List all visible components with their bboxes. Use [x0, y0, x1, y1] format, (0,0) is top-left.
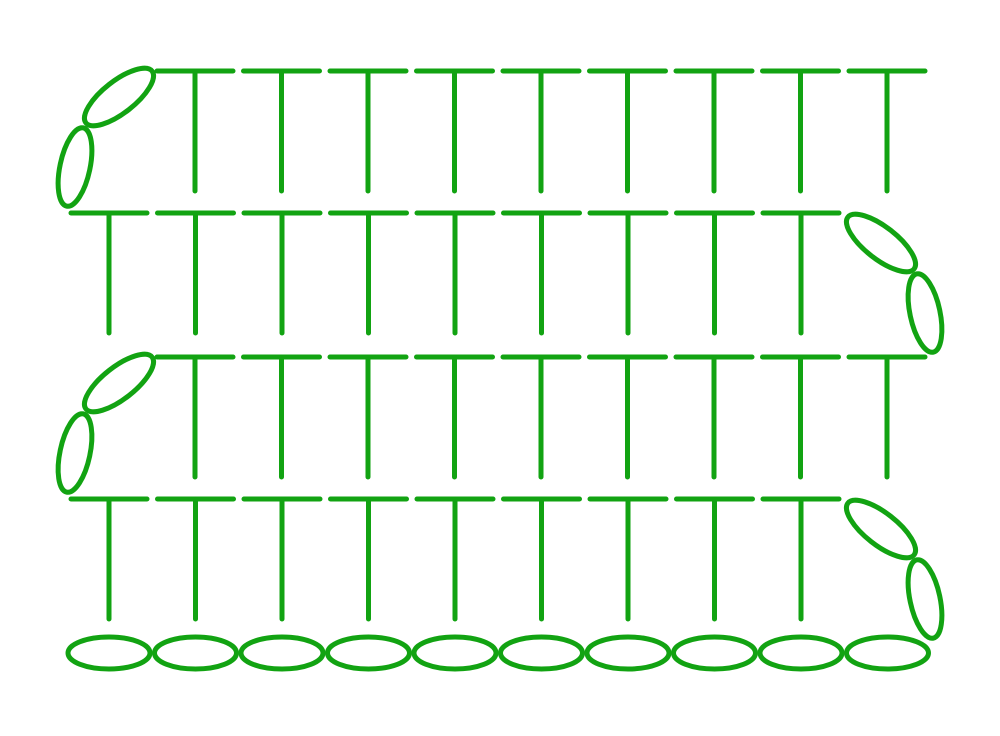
half-double-crochet-symbol: [154, 354, 236, 480]
half-double-crochet-symbol: [674, 496, 755, 622]
half-double-crochet-symbol: [155, 210, 236, 336]
half-double-crochet-symbol: [501, 210, 582, 336]
half-double-crochet-symbol: [241, 68, 322, 194]
half-double-crochet-symbol: [241, 210, 323, 336]
chain-stitch-symbol: [81, 65, 157, 129]
stitch-row-1: [68, 496, 945, 641]
chain-stitch-symbol: [843, 211, 919, 275]
half-double-crochet-symbol: [414, 68, 495, 194]
chain-stitch-symbol: [905, 557, 945, 641]
stitch-row-3: [68, 210, 945, 355]
turning-chain: [55, 351, 157, 495]
half-double-crochet-symbol: [760, 210, 842, 336]
half-double-crochet-symbol: [414, 496, 496, 622]
half-double-crochet-symbol: [500, 354, 582, 480]
half-double-crochet-symbol: [68, 210, 150, 336]
chain-stitch-symbol: [757, 634, 845, 672]
half-double-crochet-symbol: [587, 210, 669, 336]
half-double-crochet-symbol: [328, 496, 409, 622]
half-double-crochet-symbol: [674, 210, 755, 336]
half-double-crochet-symbol: [846, 354, 928, 480]
chain-stitch-symbol: [584, 634, 672, 672]
half-double-crochet-symbol: [760, 354, 841, 480]
chain-stitch-symbol: [671, 634, 758, 672]
half-double-crochet-symbol: [587, 68, 668, 194]
stitch-row-2: [55, 351, 928, 495]
stitch-row-4: [55, 65, 928, 209]
half-double-crochet-symbol: [241, 496, 323, 622]
half-double-crochet-symbol: [760, 68, 841, 194]
half-double-crochet-symbol: [673, 354, 755, 480]
chain-stitch-symbol: [905, 271, 945, 355]
half-double-crochet-symbol: [68, 496, 150, 622]
turning-chain: [843, 211, 945, 355]
half-double-crochet-symbol: [587, 496, 669, 622]
chain-stitch-symbol: [55, 411, 95, 495]
half-double-crochet-symbol: [154, 68, 236, 194]
turning-chain: [55, 65, 157, 209]
chain-stitch-symbol: [65, 634, 153, 672]
half-double-crochet-symbol: [587, 354, 668, 480]
chain-stitch-symbol: [844, 634, 931, 672]
turning-chain: [843, 497, 945, 641]
half-double-crochet-symbol: [414, 210, 496, 336]
chain-stitch-symbol: [81, 351, 157, 415]
foundation-chain-row: [65, 634, 931, 672]
half-double-crochet-symbol: [501, 496, 582, 622]
half-double-crochet-symbol: [155, 496, 236, 622]
chain-stitch-symbol: [325, 634, 412, 672]
chain-stitch-symbol: [238, 634, 326, 672]
half-double-crochet-symbol: [500, 68, 582, 194]
half-double-crochet-symbol: [327, 68, 409, 194]
chain-stitch-symbol: [498, 634, 585, 672]
half-double-crochet-symbol: [414, 354, 495, 480]
half-double-crochet-symbol: [327, 354, 409, 480]
half-double-crochet-symbol: [673, 68, 755, 194]
half-double-crochet-symbol: [760, 496, 842, 622]
half-double-crochet-symbol: [241, 354, 322, 480]
chain-stitch-symbol: [55, 125, 95, 209]
chain-stitch-symbol: [843, 497, 919, 561]
half-double-crochet-symbol: [846, 68, 928, 194]
chain-stitch-symbol: [411, 634, 499, 672]
chain-stitch-symbol: [152, 634, 239, 672]
half-double-crochet-symbol: [328, 210, 409, 336]
